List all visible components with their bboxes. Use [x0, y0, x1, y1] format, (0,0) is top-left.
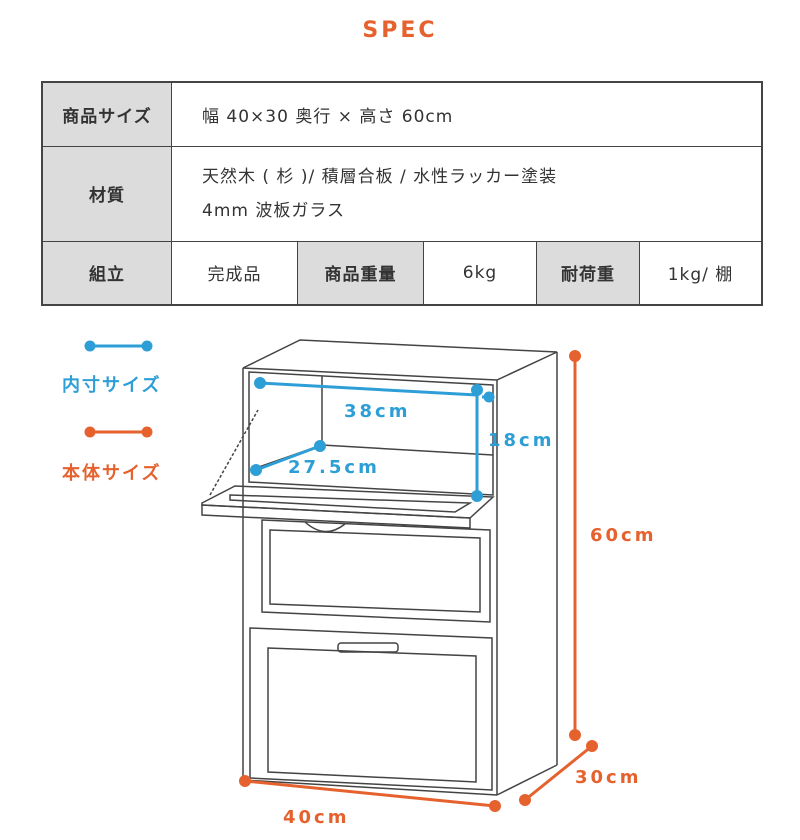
height-label: 60cm — [590, 525, 657, 546]
weight-label: 商品重量 — [297, 240, 424, 306]
material-line: 天然木 ( 杉 )/ 積層合板 / 水性ラッカー塗装 — [202, 166, 558, 187]
weight-value: 6kg — [423, 240, 537, 306]
inner-dimension-lines — [84, 340, 495, 502]
assembly-value: 完成品 — [171, 240, 298, 306]
cabinet-drawing — [201, 339, 558, 796]
assembly-label: 組立 — [41, 240, 172, 306]
inner-height-label: 18cm — [488, 430, 555, 451]
inner-width-label: 38cm — [344, 401, 411, 422]
size-label: 商品サイズ — [41, 81, 172, 147]
size-value: 幅 40×30 奥行 × 高さ 60cm — [171, 81, 763, 147]
legend-outer-size: 本体サイズ — [62, 463, 162, 484]
depth-label: 30cm — [575, 767, 642, 788]
load-value: 1kg/ 棚 — [639, 240, 763, 306]
load-label: 耐荷重 — [536, 240, 640, 306]
material-value: 天然木 ( 杉 )/ 積層合板 / 水性ラッカー塗装 4mm 波板ガラス — [171, 145, 763, 242]
spec-table: 商品サイズ 幅 40×30 奥行 × 高さ 60cm 材質 天然木 ( 杉 )/… — [41, 81, 763, 306]
inner-depth-label: 27.5cm — [288, 457, 380, 478]
material-line: 4mm 波板ガラス — [202, 200, 345, 221]
width-label: 40cm — [283, 807, 350, 828]
legend-inner-size: 内寸サイズ — [62, 375, 162, 396]
spec-title: SPEC — [362, 18, 438, 43]
outer-dimension-lines — [84, 350, 598, 812]
